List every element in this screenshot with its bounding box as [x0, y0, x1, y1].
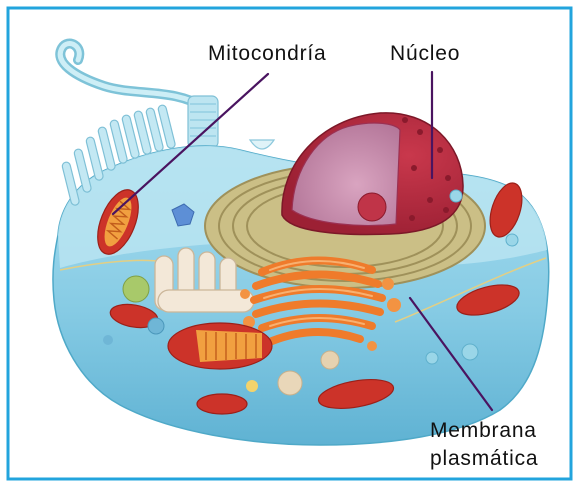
golgi-vesicle — [382, 278, 394, 290]
golgi-vesicle — [387, 298, 401, 312]
vesicle-beige — [278, 371, 302, 395]
ser-tubule — [158, 290, 254, 312]
vesicle-beige — [321, 351, 339, 369]
vesicle-yellow — [246, 380, 258, 392]
nuclear-pore — [417, 129, 423, 135]
mitochondrion — [197, 394, 247, 414]
golgi-vesicle — [367, 341, 377, 351]
vesicle-blue — [148, 318, 164, 334]
nucleolus — [358, 193, 386, 221]
vesicle-teal — [462, 344, 478, 360]
nuclear-pore — [411, 165, 417, 171]
label-membrane-line2: plasmática — [430, 447, 538, 470]
nuclear-pore — [409, 215, 415, 221]
nuclear-pore — [443, 207, 449, 213]
vesicle-blue — [103, 335, 113, 345]
nuclear-pore — [437, 147, 443, 153]
label-membrane-line1: Membrana — [430, 419, 537, 442]
nuclear-pore — [445, 175, 451, 181]
vesicle-teal — [506, 234, 518, 246]
mitochondrion-cut — [168, 323, 272, 369]
vesicle-teal — [426, 352, 438, 364]
nuclear-pore — [427, 197, 433, 203]
nuclear-pore — [402, 117, 408, 123]
label-nucleus: Núcleo — [390, 42, 460, 65]
label-mitochondria: Mitocondría — [208, 42, 327, 65]
vesicle-green — [123, 276, 149, 302]
golgi-vesicle — [240, 289, 250, 299]
vesicle-teal — [450, 190, 462, 202]
